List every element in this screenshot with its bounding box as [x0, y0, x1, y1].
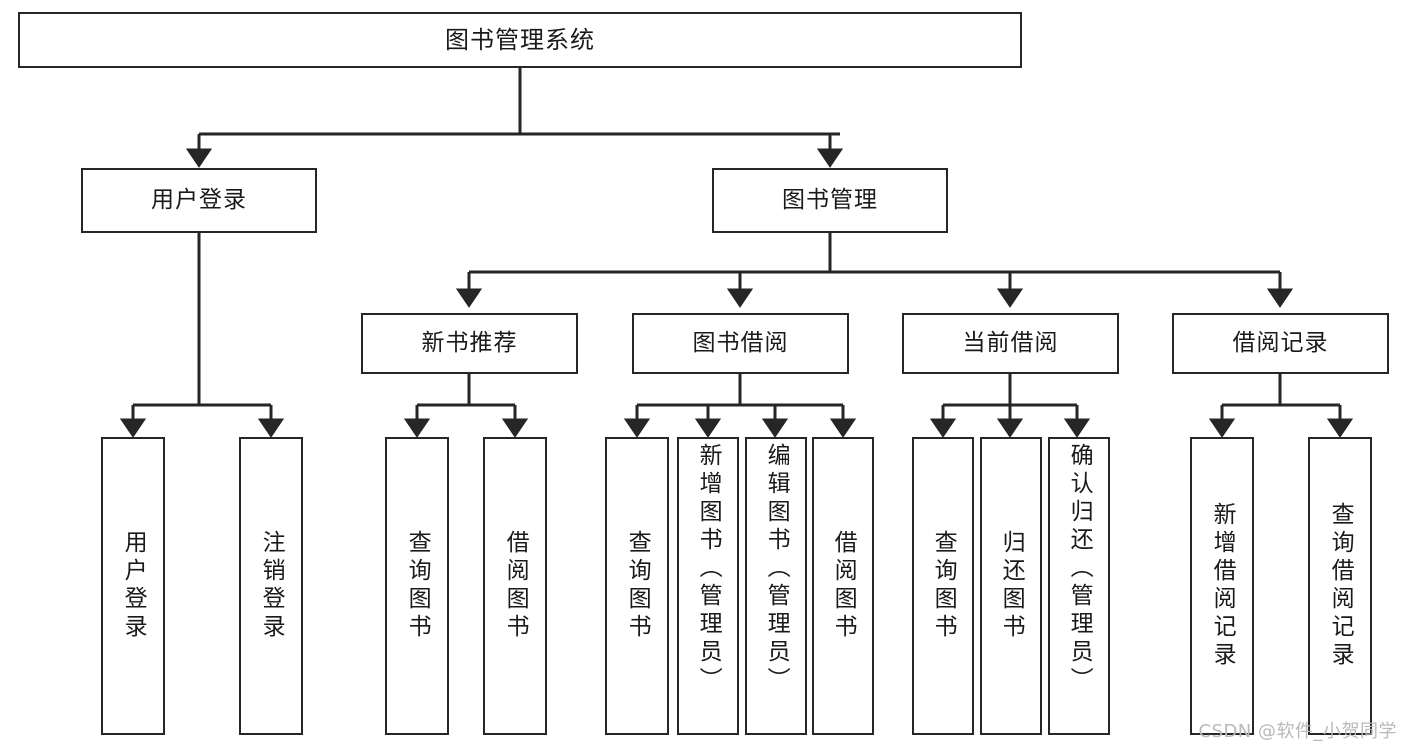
leaf-add-borrow-record[interactable]: 新增借阅记录 [1190, 437, 1254, 735]
csdn-watermark: CSDN @软件_小贺同学 [1198, 721, 1397, 742]
node-borrow-record[interactable]: 借阅记录 [1172, 313, 1389, 374]
node-label: 借阅图书 [502, 530, 529, 642]
node-label: 归还图书 [998, 530, 1025, 642]
leaf-borrow-book[interactable]: 借阅图书 [812, 437, 874, 735]
node-label: 查询图书 [404, 530, 431, 642]
node-label: 编辑图书（管理员） [763, 443, 790, 695]
node-label: 确认归还（管理员） [1066, 443, 1093, 695]
node-current-borrow[interactable]: 当前借阅 [902, 313, 1119, 374]
leaf-edit-book-admin[interactable]: 编辑图书（管理员） [745, 437, 807, 735]
node-book-borrow[interactable]: 图书借阅 [632, 313, 849, 374]
node-label: 用户登录 [120, 530, 147, 642]
node-label: 查询图书 [930, 530, 957, 642]
node-label: 查询借阅记录 [1327, 502, 1354, 670]
leaf-confirm-return-admin[interactable]: 确认归还（管理员） [1048, 437, 1110, 735]
leaf-query-book-current[interactable]: 查询图书 [912, 437, 974, 735]
node-label: 图书管理 [782, 186, 878, 213]
node-user-login[interactable]: 用户登录 [81, 168, 317, 233]
leaf-query-borrow-record[interactable]: 查询借阅记录 [1308, 437, 1372, 735]
leaf-return-book[interactable]: 归还图书 [980, 437, 1042, 735]
leaf-logout[interactable]: 注销登录 [239, 437, 303, 735]
leaf-borrow-book-recommend[interactable]: 借阅图书 [483, 437, 547, 735]
leaf-user-login[interactable]: 用户登录 [101, 437, 165, 735]
node-label: 用户登录 [151, 186, 247, 213]
node-label: 新书推荐 [421, 329, 518, 356]
node-label: 查询图书 [624, 530, 651, 642]
node-new-book-recommend[interactable]: 新书推荐 [361, 313, 578, 374]
leaf-add-book-admin[interactable]: 新增图书（管理员） [677, 437, 739, 735]
node-label: 借阅记录 [1232, 329, 1329, 356]
leaf-query-book-borrow[interactable]: 查询图书 [605, 437, 669, 735]
node-label: 图书借阅 [692, 329, 789, 356]
node-book-management[interactable]: 图书管理 [712, 168, 948, 233]
node-label: 新增借阅记录 [1209, 502, 1236, 670]
node-label: 图书管理系统 [445, 25, 595, 54]
node-label: 当前借阅 [962, 329, 1059, 356]
node-label: 借阅图书 [830, 530, 857, 642]
node-label: 注销登录 [258, 530, 285, 642]
node-label: 新增图书（管理员） [695, 443, 722, 695]
leaf-query-book-recommend[interactable]: 查询图书 [385, 437, 449, 735]
node-root-library-system[interactable]: 图书管理系统 [18, 12, 1022, 68]
